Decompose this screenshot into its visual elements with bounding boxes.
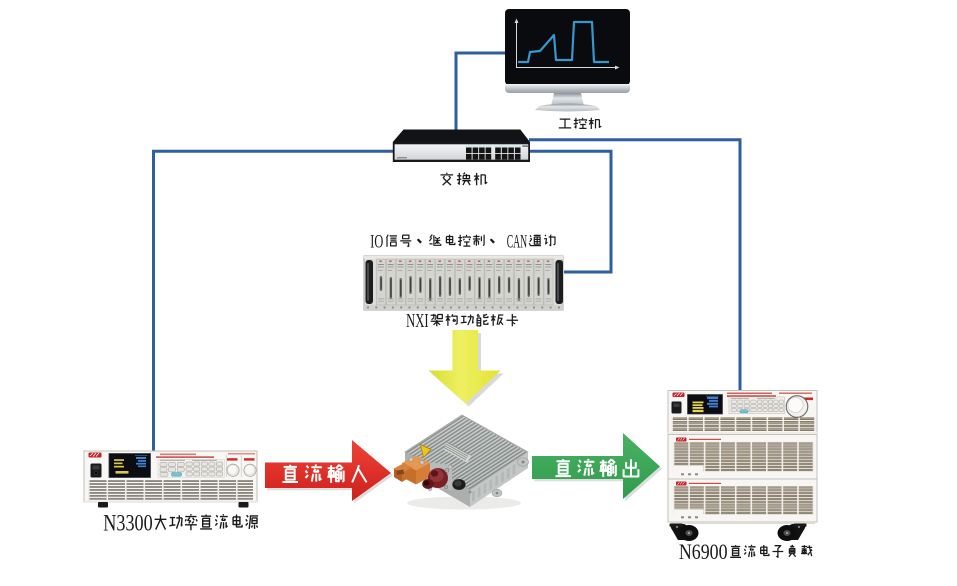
svg-text:N6900: N6900	[679, 539, 728, 564]
svg-text:IO: IO	[370, 231, 383, 252]
svg-text:CAN: CAN	[507, 231, 528, 252]
svg-text:NXI: NXI	[406, 310, 429, 332]
svg-text:N3300: N3300	[103, 511, 152, 536]
